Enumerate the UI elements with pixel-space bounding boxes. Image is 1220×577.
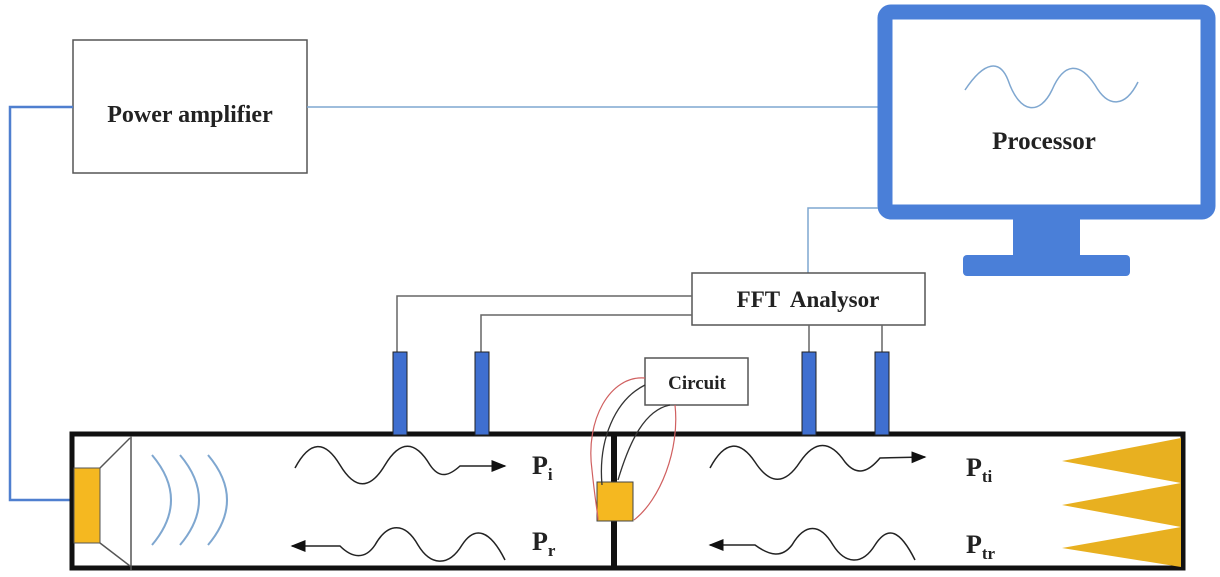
microphone-4: [874, 351, 890, 436]
transmitted-reflected-wave: [708, 527, 916, 561]
incident-wave: [294, 445, 507, 485]
reflected-wave: [290, 527, 506, 562]
circuit-wires: [590, 377, 677, 521]
sound-wave-arcs: [151, 454, 228, 546]
microphone-2: [474, 351, 490, 436]
processor-monitor: Processor: [877, 4, 1216, 276]
amp-speaker-wire: [8, 105, 73, 502]
incident-pressure-label: Pi: [532, 451, 553, 484]
fft-processor-wire: [807, 207, 878, 273]
processor-label: Processor: [992, 128, 1096, 155]
transmitted-incident-pressure-label: Pti: [966, 453, 993, 486]
fft-analyzer-label: FFT Analysor: [737, 287, 880, 312]
circuit-label: Circuit: [668, 373, 726, 394]
reflected-pressure-label: Pr: [532, 527, 556, 560]
microphone-1: [392, 351, 408, 436]
microphone-wires: [396, 295, 883, 352]
piezo-patch: [596, 481, 634, 522]
power-amplifier-label: Power amplifier: [107, 102, 273, 128]
anechoic-wedges: [1062, 438, 1181, 567]
circuit-block: Circuit: [644, 357, 749, 406]
power-amplifier-block: Power amplifier: [72, 39, 308, 174]
loudspeaker: [73, 436, 132, 570]
transmitted-incident-wave: [709, 444, 927, 480]
microphones: [392, 351, 890, 436]
microphone-3: [801, 351, 817, 436]
sine-wave-icon: [964, 65, 1139, 109]
transmitted-reflected-pressure-label: Ptr: [966, 530, 996, 563]
fft-analyzer-block: FFT Analysor: [691, 272, 926, 326]
